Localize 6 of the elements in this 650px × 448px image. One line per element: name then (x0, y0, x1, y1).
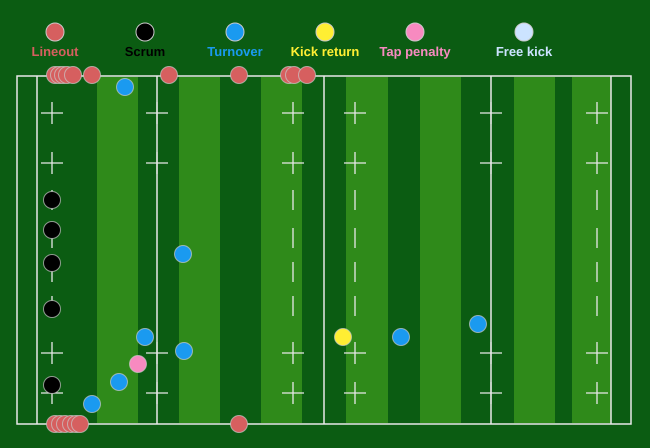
legend-label: Turnover (207, 45, 263, 58)
legend-label: Scrum (124, 45, 166, 58)
legend-label: Free kick (496, 45, 552, 58)
legend-label: Tap penalty (379, 45, 451, 58)
legend-label: Kick return (290, 45, 360, 58)
legend-label: Lineout (32, 45, 78, 58)
